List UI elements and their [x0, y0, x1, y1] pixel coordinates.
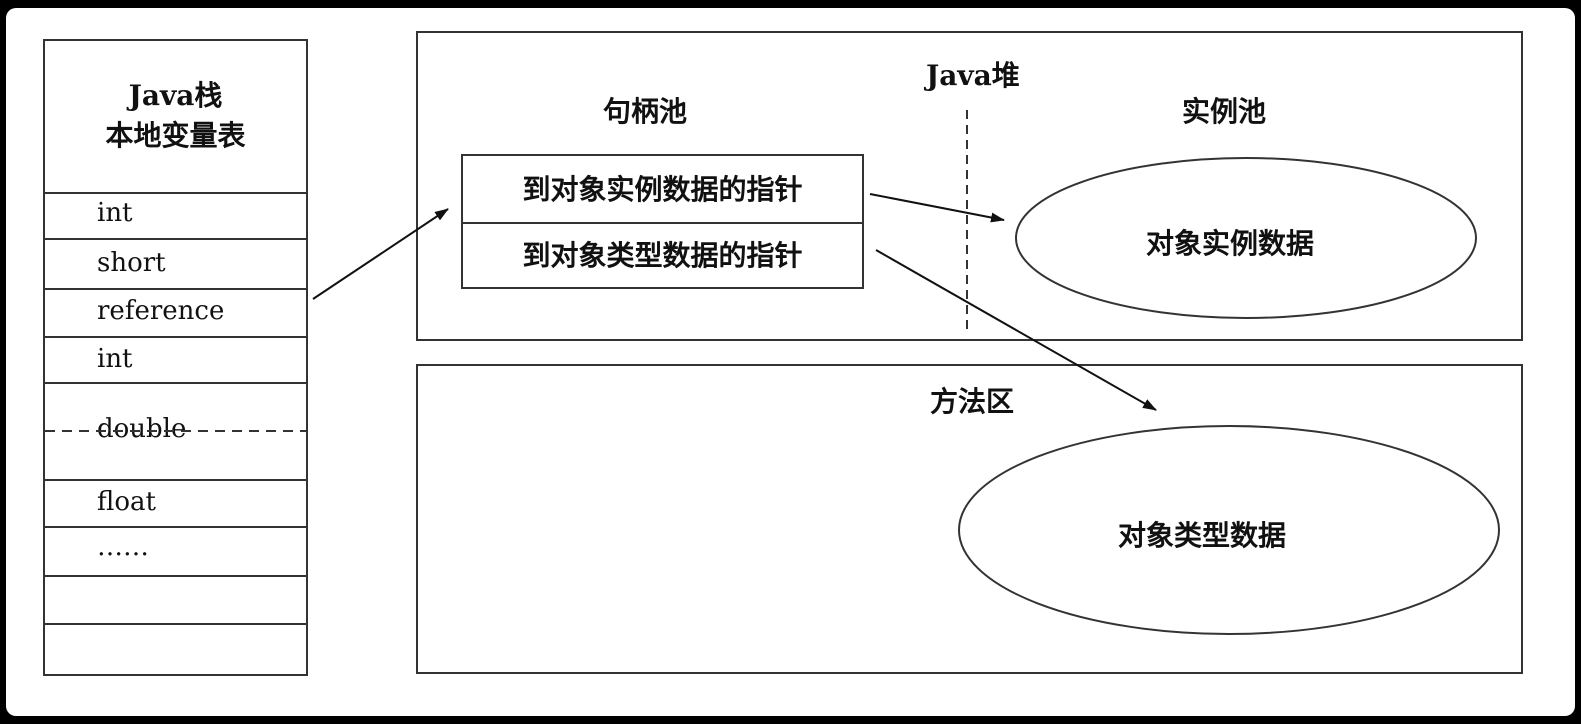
handle-to-type-arrow [875, 249, 1157, 411]
diagram-canvas: Java栈 本地变量表 int short reference int doub… [6, 8, 1575, 716]
stack-slot-int-2: int [45, 336, 306, 382]
handle-to-instance-arrow [869, 193, 1005, 223]
pointer-to-instance-data: 到对象实例数据的指针 [522, 173, 803, 206]
local-variable-table-title: 本地变量表 [105, 119, 246, 152]
slot-label: float [97, 487, 156, 517]
java-heap-title: Java堆 [926, 59, 1020, 92]
java-stack-title: Java栈 [128, 79, 223, 112]
handle-pool-title: 句柄池 [603, 95, 688, 128]
java-heap-region [416, 31, 1523, 341]
method-area-region [416, 364, 1523, 674]
slot-label: int [97, 344, 133, 374]
pointer-to-type-data: 到对象类型数据的指针 [522, 239, 803, 272]
slot-label: …… [97, 532, 149, 562]
instance-data-ellipse [1015, 157, 1477, 319]
handle-box-divider [463, 222, 862, 224]
stack-slot-double: double [45, 382, 306, 479]
instance-data-label: 对象实例数据 [1146, 227, 1315, 260]
stack-slot-empty-1 [45, 575, 306, 623]
java-stack-table: Java栈 本地变量表 int short reference int doub… [43, 39, 308, 676]
reference-to-handle-arrow [312, 208, 449, 300]
slot-label: reference [97, 296, 225, 326]
instance-pool-title: 实例池 [1182, 95, 1267, 128]
stack-slot-short: short [45, 238, 306, 288]
stack-slot-int-1: int [45, 192, 306, 238]
slot-label: double [93, 414, 191, 444]
slot-label: int [97, 198, 133, 228]
stack-slot-float: float [45, 479, 306, 526]
stack-slot-ellipsis: …… [45, 526, 306, 575]
handle-box: 到对象实例数据的指针 到对象类型数据的指针 [461, 154, 864, 289]
method-area-title: 方法区 [930, 385, 1015, 418]
type-data-ellipse [958, 425, 1500, 635]
slot-label: short [97, 248, 166, 278]
stack-slot-empty-2 [45, 623, 306, 674]
type-data-label: 对象类型数据 [1118, 519, 1287, 552]
diagram-connectors [45, 110, 1500, 635]
stack-slot-reference: reference [45, 288, 306, 336]
